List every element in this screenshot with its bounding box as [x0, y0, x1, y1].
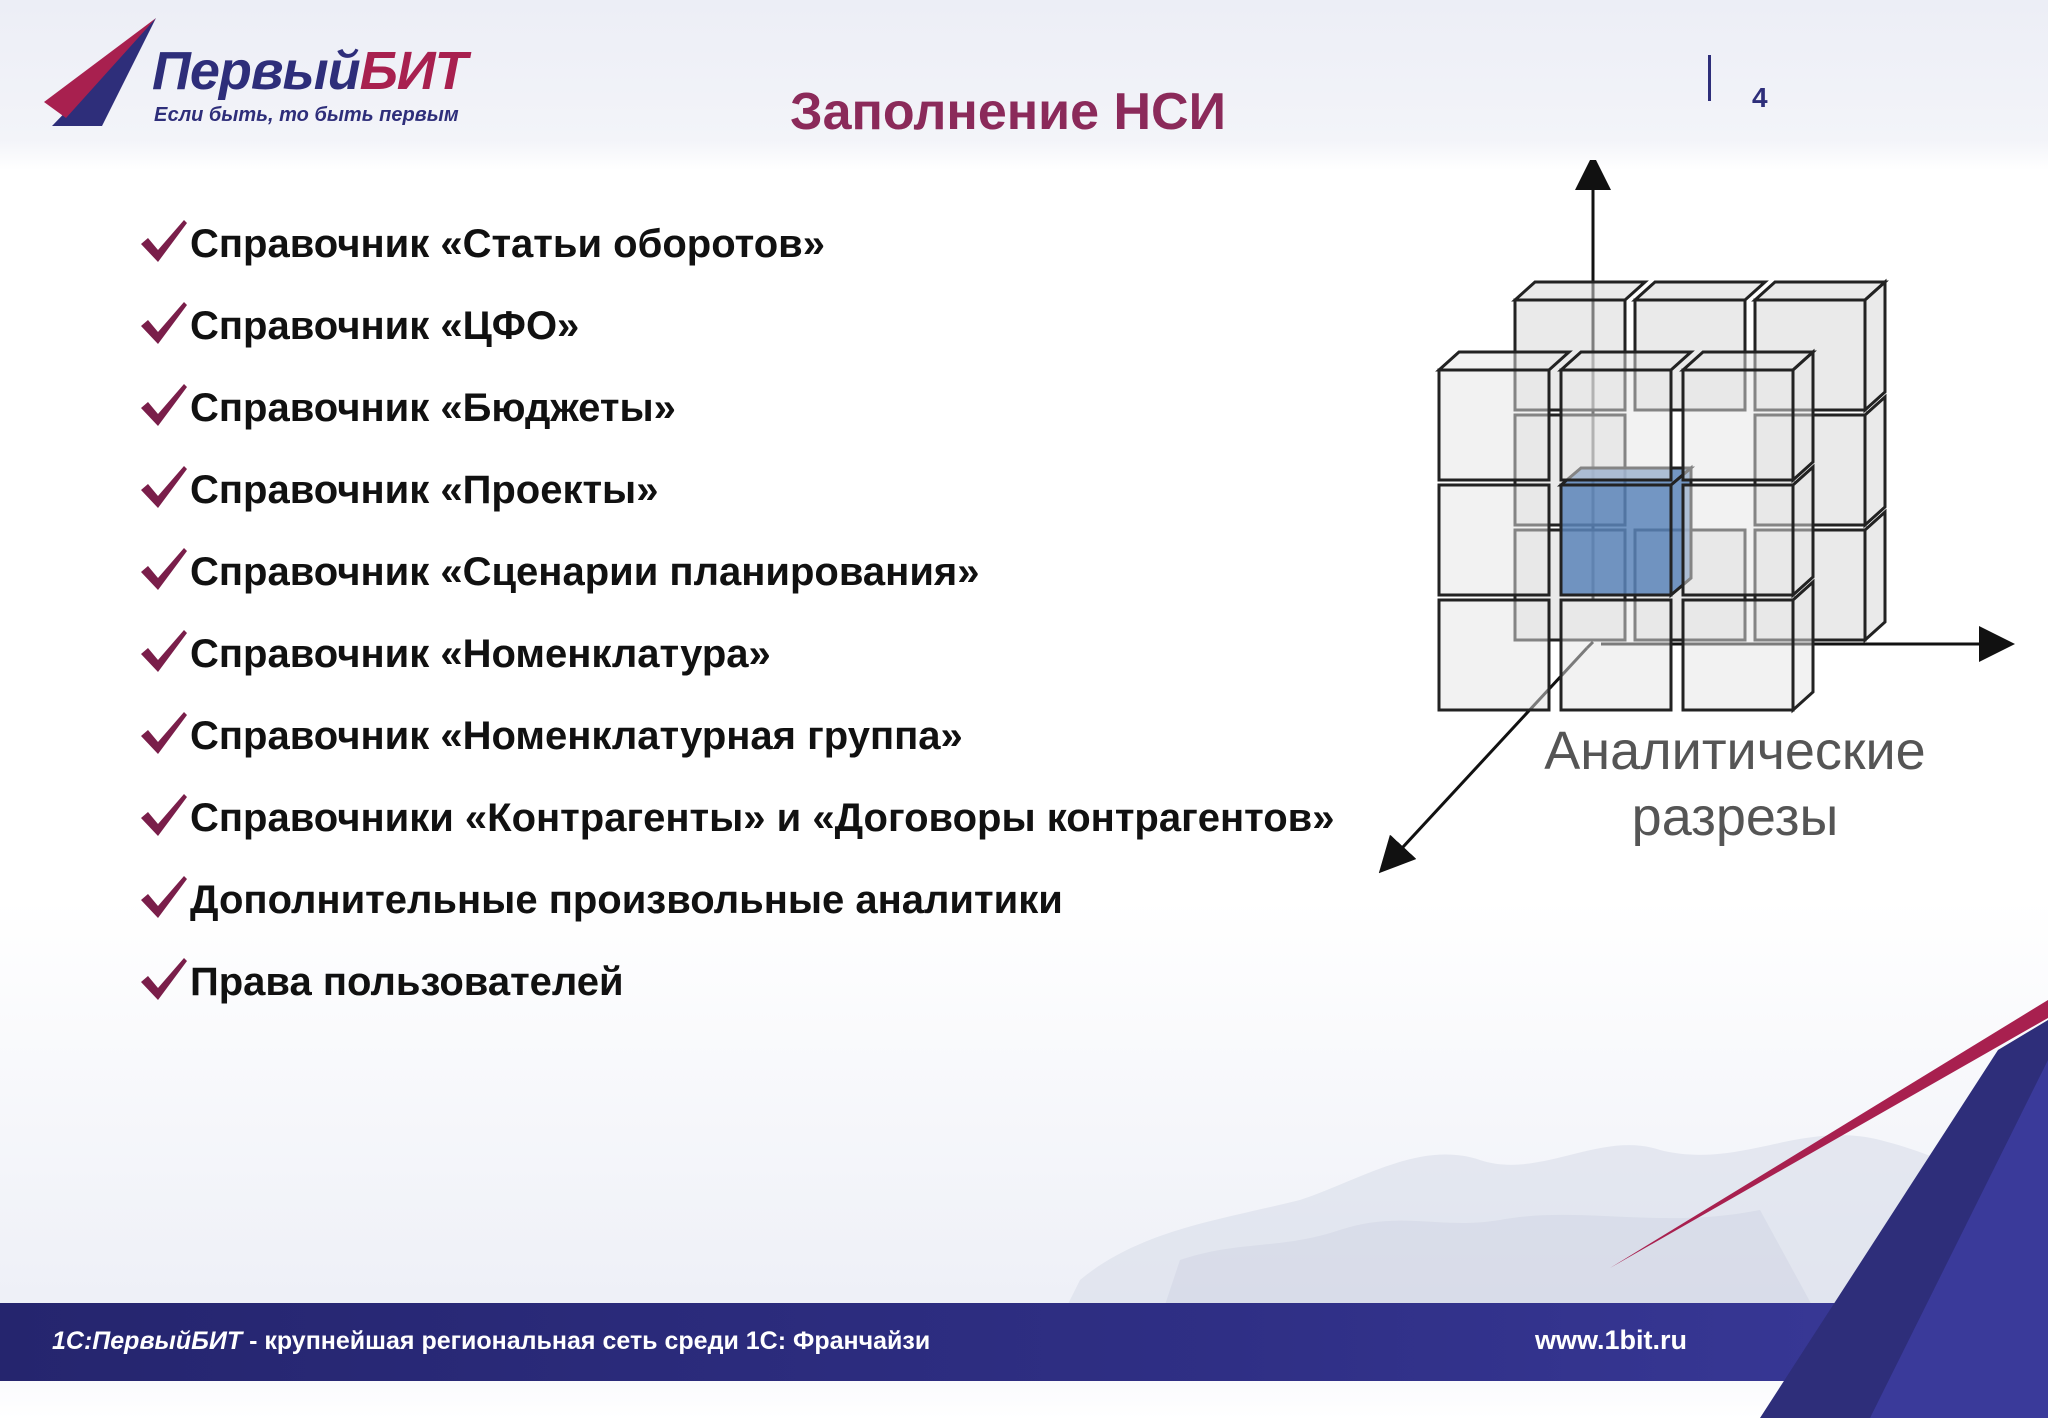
footer-slogan: 1С:ПервыйБИТ - крупнейшая региональная с…	[52, 1327, 931, 1355]
checkmark-icon	[141, 876, 187, 918]
depth-axis-arrow	[1378, 646, 1589, 874]
bullet-text: Справочник «Номенклатурная группа»	[190, 714, 963, 758]
checkmark-icon	[141, 958, 187, 1000]
list-item: Справочник «Номенклатура»	[138, 630, 1335, 714]
bullet-text: Справочник «Проекты»	[190, 468, 659, 512]
list-item: Права пользователей	[138, 958, 1335, 1042]
list-item: Справочники «Контрагенты» и «Договоры ко…	[138, 794, 1335, 878]
diagram-label-line2: разрезы	[1631, 787, 1839, 847]
checkmark-icon	[141, 220, 187, 262]
page-divider	[1708, 55, 1711, 101]
list-item: Справочник «Сценарии планирования»	[138, 548, 1335, 632]
checkmark-icon	[141, 630, 187, 672]
slide-title: Заполнение НСИ	[790, 83, 1226, 141]
bullet-text: Справочник «Статьи оборотов»	[190, 222, 825, 266]
footer-bar: 1С:ПервыйБИТ - крупнейшая региональная с…	[0, 1303, 2048, 1381]
checkmark-icon	[141, 548, 187, 590]
list-item: Справочник «ЦФО»	[138, 302, 1335, 386]
bullet-text: Справочник «Сценарии планирования»	[190, 550, 980, 594]
checkmark-icon	[141, 302, 187, 344]
bullet-text: Справочники «Контрагенты» и «Договоры ко…	[190, 796, 1335, 840]
bullet-text: Справочник «Бюджеты»	[190, 386, 676, 430]
bullet-text: Справочник «ЦФО»	[190, 304, 580, 348]
olap-cube-diagram: Аналитические разрезы	[1375, 154, 2015, 880]
company-logo: ПервыйБИТ Если быть, то быть первым	[44, 18, 484, 138]
page-number: 4	[1752, 82, 1768, 113]
list-item: Справочник «Проекты»	[138, 466, 1335, 550]
logo-sail-icon	[44, 18, 156, 126]
checkmark-icon	[141, 466, 187, 508]
cube-graphic	[1378, 154, 2015, 874]
checkmark-icon	[141, 384, 187, 426]
background-map-image	[1060, 1135, 2048, 1320]
checkmark-icon	[141, 712, 187, 754]
logo-name: ПервыйБИТ	[152, 41, 468, 101]
bullet-list: Справочник «Статьи оборотов» Справочник …	[138, 220, 1335, 1042]
diagram-label-line1: Аналитические	[1544, 721, 1926, 781]
logo-tagline: Если быть, то быть первым	[154, 104, 459, 126]
bullet-text: Права пользователей	[190, 960, 624, 1004]
list-item: Справочник «Статьи оборотов»	[138, 220, 1335, 304]
list-item: Дополнительные произвольные аналитики	[138, 876, 1335, 960]
bullet-text: Дополнительные произвольные аналитики	[190, 878, 1063, 922]
bullet-text: Справочник «Номенклатура»	[190, 632, 771, 676]
highlighted-cell	[1556, 464, 1696, 599]
decorative-sail-icon	[1610, 1000, 2048, 1418]
list-item: Справочник «Номенклатурная группа»	[138, 712, 1335, 796]
checkmark-icon	[141, 794, 187, 836]
list-item: Справочник «Бюджеты»	[138, 384, 1335, 468]
website-link[interactable]: www.1bit.ru	[1535, 1325, 1688, 1355]
